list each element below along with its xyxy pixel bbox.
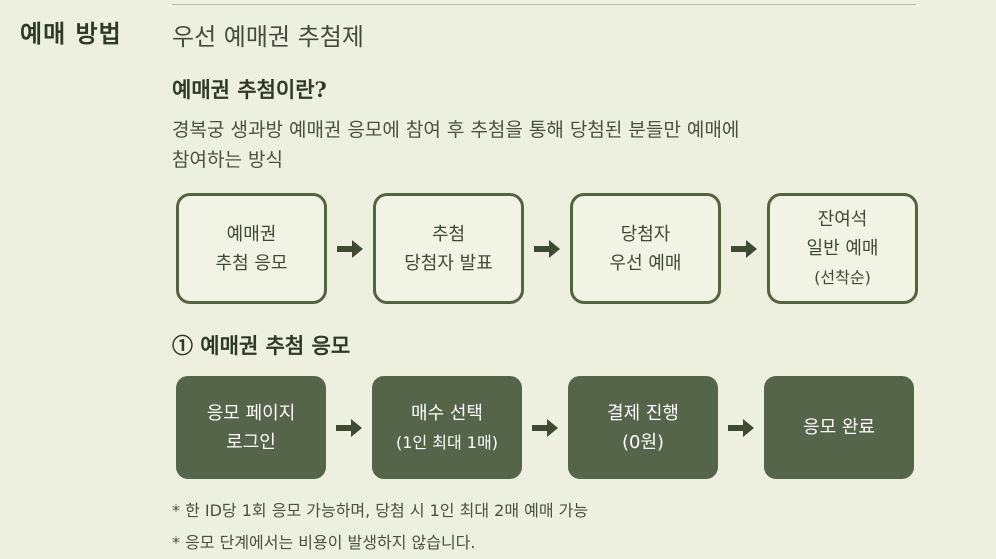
page-title: 우선 예매권 추첨제 — [172, 23, 364, 51]
note-line: * 응모 단계에서는 비용이 발생하지 않습니다. — [172, 533, 476, 552]
step-line: (선착순) — [814, 268, 871, 287]
process-flow: 예매권 추첨 응모 추첨 당첨자 발표 당첨자 우선 예매 잔여석 일반 예매 … — [176, 193, 918, 304]
step-line: 예매권 — [226, 223, 277, 245]
apply-step-flow: 응모 페이지 로그인 매수 선택 (1인 최대 1매) 결제 진행 (0원) 응… — [176, 376, 914, 479]
step-line: 일반 예매 — [806, 238, 879, 259]
arrow-right-icon — [718, 413, 764, 443]
arrow-right-icon — [721, 234, 767, 264]
arrow-right-icon — [326, 413, 372, 443]
arrow-right-icon — [522, 413, 568, 443]
step-line: 응모 완료 — [803, 417, 875, 438]
step-line: 추첨 응모 — [215, 252, 288, 274]
step-line: 당첨자 발표 — [404, 252, 493, 274]
step-line: 로그인 — [226, 431, 276, 453]
step-line: (0원) — [621, 431, 665, 453]
process-step-apply: 예매권 추첨 응모 — [176, 193, 327, 304]
apply-step-payment: 결제 진행 (0원) — [568, 376, 718, 479]
description-line: 경복궁 생과방 예매권 응모에 참여 후 추첨을 통해 당첨된 분들만 예매에 — [172, 119, 740, 141]
note-line: * 한 ID당 1회 응모 가능하며, 당첨 시 1인 최대 2매 예매 가능 — [172, 501, 589, 520]
step-line: 매수 선택 — [411, 402, 483, 424]
top-divider — [172, 4, 916, 5]
step-line: 당첨자 — [620, 223, 671, 245]
step-line: 잔여석 — [817, 209, 868, 230]
apply-step-complete: 응모 완료 — [764, 376, 914, 479]
notes: * 한 ID당 1회 응모 가능하며, 당첨 시 1인 최대 2매 예매 가능 … — [172, 495, 588, 559]
apply-step-select-quantity: 매수 선택 (1인 최대 1매) — [372, 376, 522, 479]
step-line: (1인 최대 1매) — [396, 432, 498, 452]
process-step-general: 잔여석 일반 예매 (선착순) — [767, 193, 918, 304]
process-step-draw: 추첨 당첨자 발표 — [373, 193, 524, 304]
apply-step-login: 응모 페이지 로그인 — [176, 376, 326, 479]
description: 경복궁 생과방 예매권 응모에 참여 후 추첨을 통해 당첨된 분들만 예매에 … — [172, 115, 872, 175]
step-title: ① 예매권 추첨 응모 — [172, 333, 351, 358]
arrow-right-icon — [524, 234, 570, 264]
description-line: 참여하는 방식 — [172, 149, 283, 171]
subtitle: 예매권 추첨이란? — [172, 77, 327, 102]
step-line: 결제 진행 — [607, 402, 679, 424]
process-step-priority: 당첨자 우선 예매 — [570, 193, 721, 304]
step-line: 추첨 — [431, 223, 466, 245]
arrow-right-icon — [327, 234, 373, 264]
step-line: 우선 예매 — [609, 252, 682, 274]
section-label: 예매 방법 — [20, 19, 122, 48]
step-line: 응모 페이지 — [206, 402, 296, 424]
